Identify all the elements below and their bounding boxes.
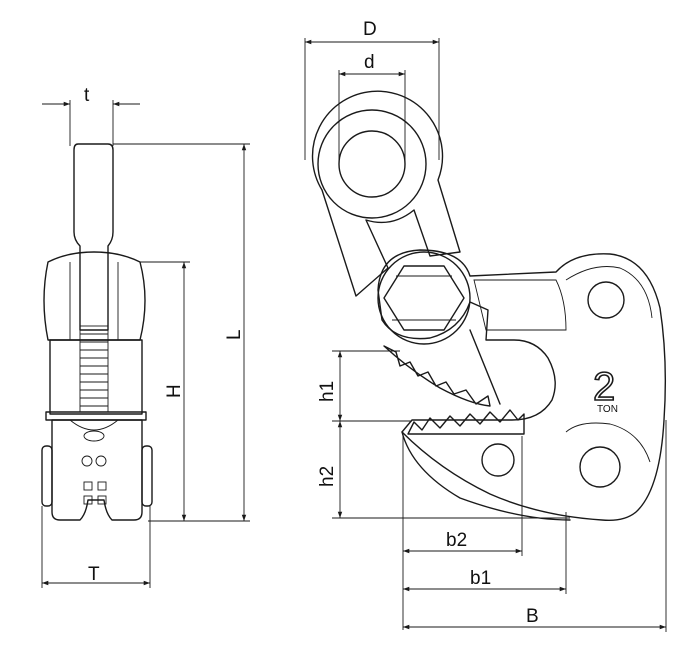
side-square-1 <box>83 481 93 491</box>
label-t: t <box>84 85 90 106</box>
upper-cam-teeth <box>383 345 491 407</box>
capacity-number: 2 <box>593 365 615 409</box>
front-dimensions <box>304 38 667 632</box>
label-d: d <box>364 52 375 73</box>
lower-jaw-arc <box>401 431 571 521</box>
side-pad-left <box>41 445 53 507</box>
capacity-unit: TON <box>597 404 618 415</box>
side-lower-jaw <box>51 419 143 521</box>
side-view <box>41 143 153 521</box>
dimension-labels: t L H T D d h1 h2 b2 b1 B <box>84 19 539 627</box>
label-T: T <box>88 564 100 585</box>
label-h1: h1 <box>317 381 338 402</box>
lifting-eye-hole <box>338 130 406 198</box>
side-pad-right <box>141 445 153 507</box>
lower-jaw-teeth <box>407 409 525 435</box>
side-cross-plate <box>45 411 147 421</box>
label-D: D <box>363 19 377 40</box>
label-B: B <box>526 606 539 627</box>
side-spring <box>79 325 109 413</box>
side-upper-barrel <box>43 251 146 341</box>
pin-cam <box>481 443 515 477</box>
hex-bolt <box>383 265 465 331</box>
clamp-body <box>377 249 667 522</box>
body-window <box>473 279 567 331</box>
side-eye-strap <box>73 143 114 331</box>
lifting-eye <box>311 90 461 297</box>
label-b2: b2 <box>446 530 467 551</box>
label-H: H <box>164 384 185 398</box>
label-h2: h2 <box>317 466 338 487</box>
capacity-mark: 2 TON <box>592 364 618 415</box>
lifting-eye-outer-ring <box>317 109 427 219</box>
pin-upper <box>587 281 625 319</box>
side-square-4 <box>97 495 107 505</box>
side-hole-right <box>95 455 107 467</box>
label-b1: b1 <box>470 568 491 589</box>
side-square-2 <box>97 481 107 491</box>
side-hole-left <box>81 455 93 467</box>
pin-lower <box>579 446 621 488</box>
front-view <box>311 90 667 522</box>
side-body <box>49 339 143 415</box>
side-dimensions <box>41 100 250 588</box>
label-L: L <box>224 329 245 340</box>
bolt-boss <box>377 251 471 345</box>
side-square-3 <box>83 495 93 505</box>
